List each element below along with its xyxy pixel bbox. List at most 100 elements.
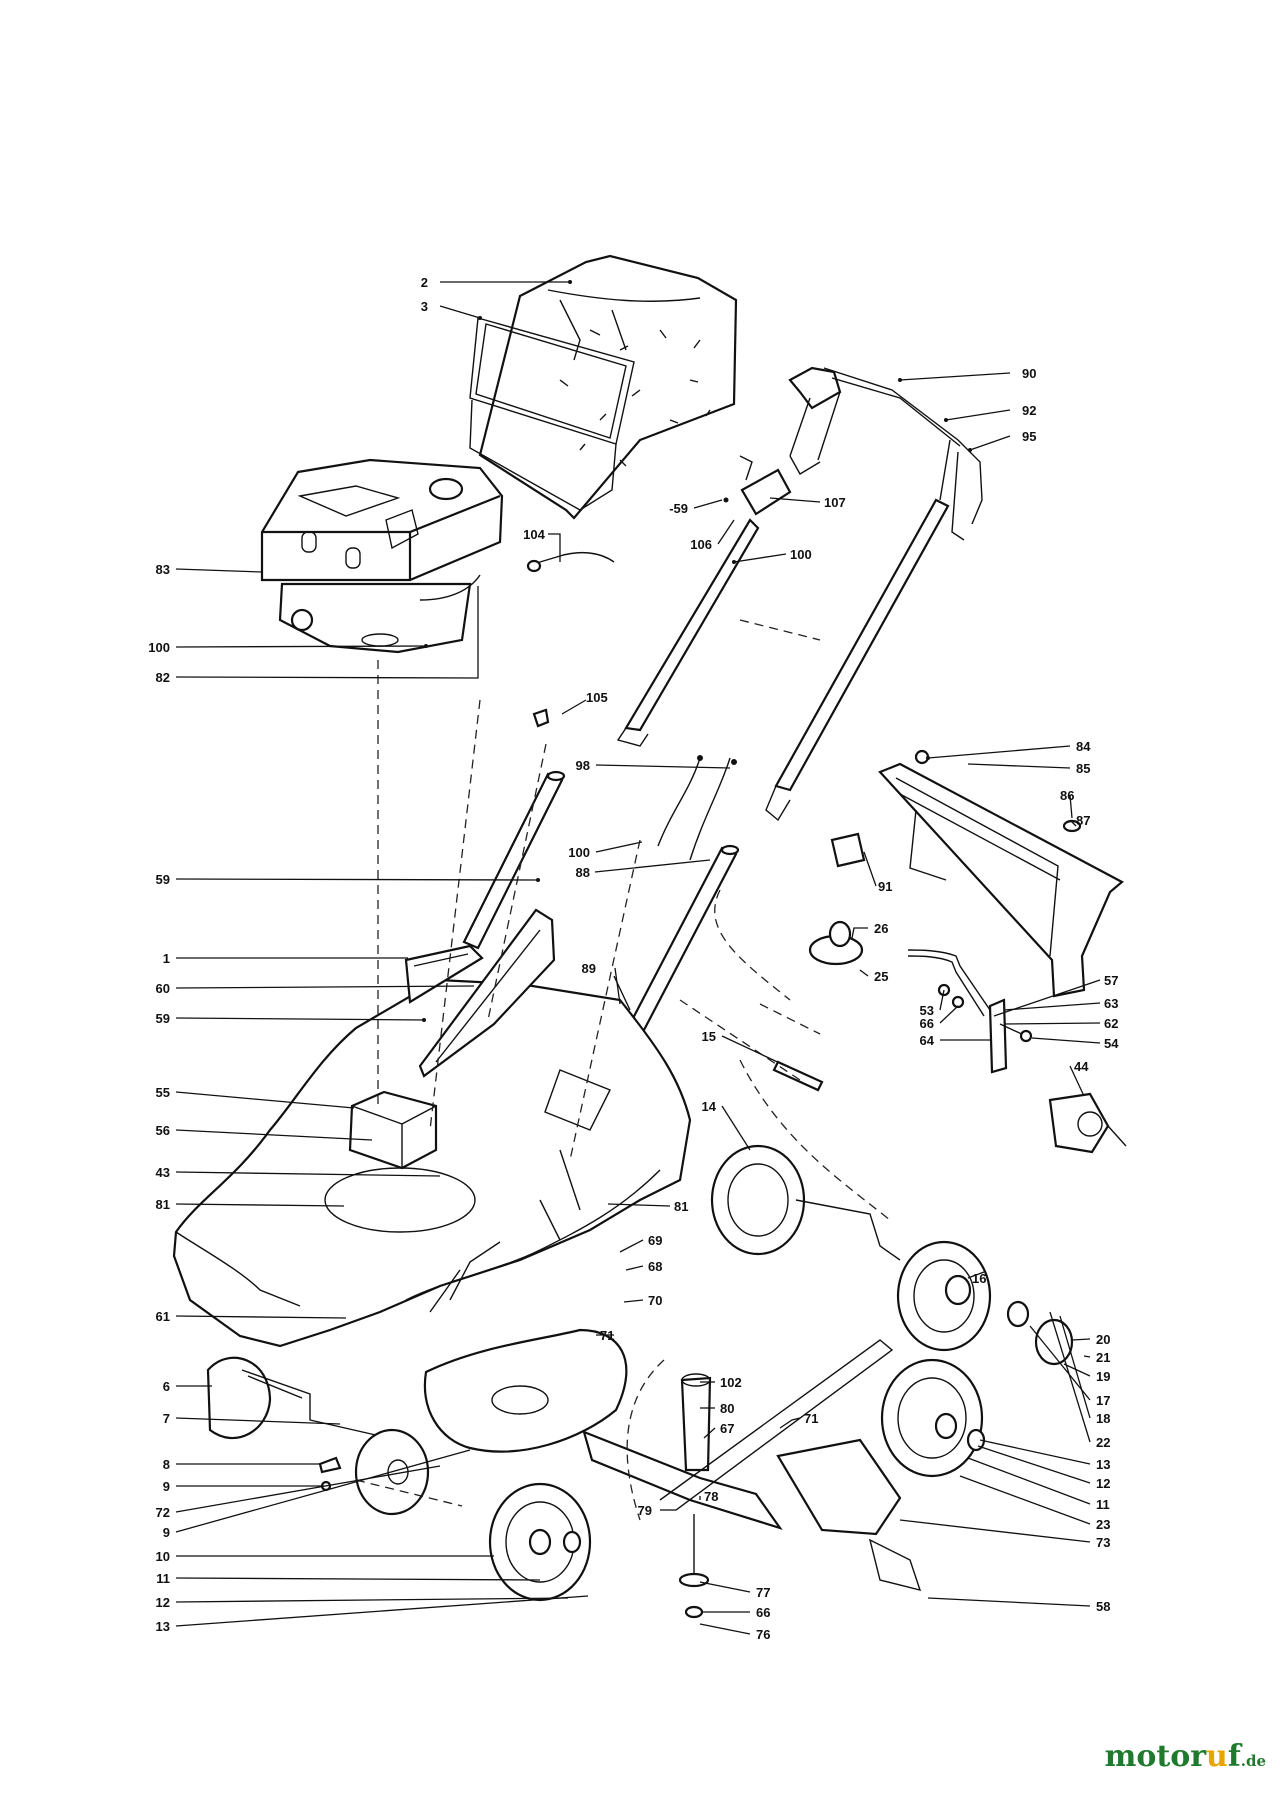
callout-20: 20 (1096, 1332, 1110, 1347)
callout-73: 73 (1096, 1535, 1110, 1550)
callout-6: 6 (163, 1379, 170, 1394)
callout-9-top: 9 (163, 1479, 170, 1494)
handle-lower-bars (616, 498, 950, 822)
callout-83: 83 (156, 562, 170, 577)
callout-100-handle: 100 (790, 547, 812, 562)
deck-cover-1 (404, 944, 484, 1004)
callout-55: 55 (156, 1085, 170, 1100)
rear-hood-6 (206, 1356, 272, 1440)
callout-76: 76 (756, 1627, 770, 1642)
callout-106: 106 (690, 537, 712, 552)
deck-mat-60 (418, 908, 556, 1078)
blade-67 (582, 1339, 894, 1531)
callout-labels: 2 3 90 92 95 -59 107 106 100 104 83 100 … (148, 275, 1119, 1642)
bolt-8-9 (318, 1456, 342, 1492)
callout-9-bottom: 9 (163, 1525, 170, 1540)
drive-gear-20-21 (1006, 1300, 1074, 1366)
engine (260, 458, 504, 654)
callout-64: 64 (920, 1033, 935, 1048)
callout-12-right: 12 (1096, 1476, 1110, 1491)
callout-57: 57 (1104, 973, 1118, 988)
watermark-prefix: motor (1104, 1739, 1207, 1774)
callout-67: 67 (720, 1421, 734, 1436)
axle-shaft-15 (772, 1060, 824, 1092)
callout-71-blade: 71 (804, 1411, 818, 1426)
callout-63: 63 (1104, 996, 1118, 1011)
callout-44: 44 (1074, 1059, 1089, 1074)
callout-14: 14 (702, 1099, 717, 1114)
callout-1: 1 (163, 951, 170, 966)
leader-lines (175, 280, 1101, 1635)
callout-22: 22 (1096, 1435, 1110, 1450)
callout-91: 91 (878, 879, 892, 894)
callout-90: 90 (1022, 366, 1036, 381)
callout-80: 80 (720, 1401, 734, 1416)
rear-wheel-14 (710, 1144, 901, 1261)
callout-86: 86 (1060, 788, 1074, 803)
callout-21: 21 (1096, 1350, 1110, 1365)
callout-81-left: 81 (156, 1197, 170, 1212)
callout-19: 19 (1096, 1369, 1110, 1384)
blade-adapter-80 (680, 1373, 712, 1472)
callout-84: 84 (1076, 739, 1091, 754)
rear-rod-57 (907, 949, 993, 1025)
callout-3: 3 (421, 299, 428, 314)
bracket-hardware-53-66-62-64-54 (937, 983, 1033, 1074)
callout-54: 54 (1104, 1036, 1119, 1051)
callout-8: 8 (163, 1457, 170, 1472)
callout-53: 53 (920, 1003, 934, 1018)
callout-60: 60 (156, 981, 170, 996)
callout-66-blade: 66 (756, 1605, 770, 1620)
callout-102: 102 (720, 1375, 742, 1390)
callout-15: 15 (702, 1029, 716, 1044)
callout-62: 62 (1104, 1016, 1118, 1031)
callout-78: 78 (704, 1489, 718, 1504)
callout-100-engine: 100 (148, 640, 170, 655)
handle-control-107 (723, 455, 792, 516)
callout-87: 87 (1076, 813, 1090, 828)
callout-43: 43 (156, 1165, 170, 1180)
handle-knob-91 (830, 832, 866, 868)
callout-68: 68 (648, 1259, 662, 1274)
callout-105: 105 (586, 690, 608, 705)
front-wheel-right (880, 1358, 986, 1478)
callout-98: 98 (576, 758, 590, 773)
watermark-domain: .de (1240, 1752, 1266, 1770)
callout-26: 26 (874, 921, 888, 936)
callout-95: 95 (1022, 429, 1036, 444)
callout-13-left: 13 (156, 1619, 170, 1634)
assembly-lines (355, 619, 891, 1521)
callout-16: 16 (972, 1271, 986, 1286)
callout-100-cable: 100 (568, 845, 590, 860)
callout-69: 69 (648, 1233, 662, 1248)
callout-56: 56 (156, 1123, 170, 1138)
callout-85: 85 (1076, 761, 1090, 776)
callout-72: 72 (156, 1505, 170, 1520)
callout-71-deck: 71 (600, 1328, 614, 1343)
rear-wheel-drive (896, 1240, 992, 1352)
callout-12-left: 12 (156, 1595, 170, 1610)
callout-107: 107 (824, 495, 846, 510)
callout-82: 82 (156, 670, 170, 685)
callout-77: 77 (756, 1585, 770, 1600)
rear-flap (878, 749, 1124, 998)
side-discharge-73 (776, 1438, 922, 1591)
grass-catcher-frame (469, 299, 635, 511)
callout-17: 17 (1096, 1393, 1110, 1408)
watermark-logo: motoruf.de (1105, 1739, 1266, 1774)
blade-bolt-77-66-76 (678, 1514, 710, 1619)
callout-13-right: 13 (1096, 1457, 1110, 1472)
callout-79: 79 (638, 1503, 652, 1518)
pulley-26-25 (808, 920, 864, 966)
callout-25: 25 (874, 969, 888, 984)
deck-plate-72 (423, 1328, 628, 1453)
switch-housing-55-56 (348, 1090, 438, 1170)
callout-70: 70 (648, 1293, 662, 1308)
callout-10: 10 (156, 1549, 170, 1564)
callout-59-left: 59 (156, 872, 170, 887)
callout-66-bracket: 66 (920, 1016, 934, 1031)
watermark-accent: u (1206, 1739, 1228, 1774)
callout-23: 23 (1096, 1517, 1110, 1532)
